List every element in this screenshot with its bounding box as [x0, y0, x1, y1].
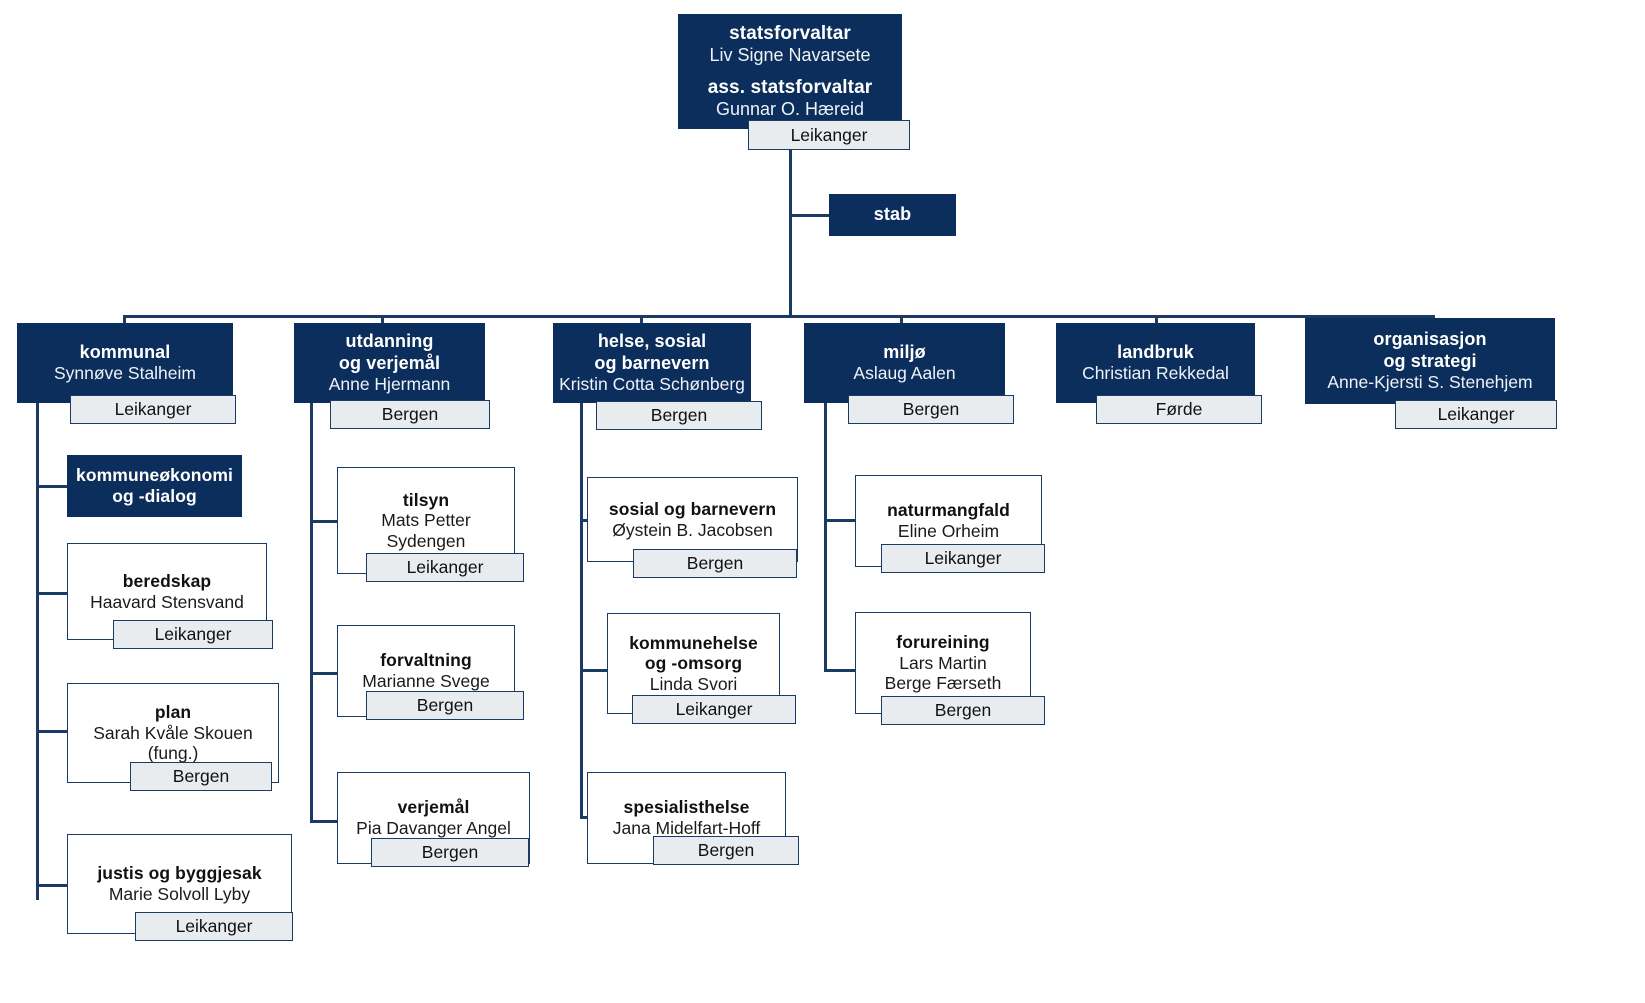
sosial-barnevern-person: Øystein B. Jacobsen [612, 519, 773, 540]
division-landbruk-person: Christian Rekkedal [1082, 363, 1229, 384]
sosial-barnevern-title: sosial og barnevern [608, 498, 777, 519]
division-helse-title-1: helse, sosial [597, 331, 707, 352]
location-tag-naturmangfald: Leikanger [881, 544, 1045, 573]
tilsyn-title: tilsyn [402, 489, 450, 510]
beredskap-person: Haavard Stensvand [90, 591, 244, 612]
location-tag-kommunehelse: Leikanger [632, 695, 796, 724]
justis-byggjesak-person: Marie Solvoll Lyby [108, 884, 251, 904]
connector-stab-horizontal [789, 214, 830, 217]
connector-utdanning-child-1 [310, 520, 338, 523]
connector-spine-kommunal [36, 403, 39, 900]
connector-kommunal-child-4 [36, 884, 68, 887]
location-tag-tilsyn: Leikanger [366, 553, 524, 582]
kommunaloekonomi-title-2: og -dialog [112, 486, 197, 506]
forvaltning-person: Marianne Svege [362, 671, 490, 691]
naturmangfald-person: Eline Orheim [897, 521, 1000, 541]
location-tag-helse: Bergen [596, 401, 762, 430]
location-tag-forvaltning: Bergen [366, 691, 524, 720]
connector-kommunal-child-3 [36, 730, 68, 733]
kommunehelse-person: Linda Svori [649, 673, 738, 694]
kommunehelse-title-2: og -omsorg [644, 653, 743, 674]
division-landbruk-title: landbruk [1117, 342, 1194, 363]
plan-title: plan [154, 702, 192, 723]
plan-person-note: (fung.) [147, 743, 199, 764]
connector-spine-helse [580, 403, 583, 819]
node-sosial-barnevern[interactable]: sosial og barnevern Øystein B. Jacobsen [587, 477, 798, 562]
stab-title: stab [873, 204, 912, 225]
node-stab[interactable]: stab [829, 194, 956, 236]
division-organisasjon-title-1: organisasjon [1373, 329, 1487, 350]
node-division-organisasjon[interactable]: organisasjon og strategi Anne-Kjersti S.… [1305, 318, 1555, 404]
division-utdanning-title-2: og verjemål [338, 352, 441, 373]
connector-spine-utdanning [310, 403, 313, 823]
location-tag-statsforvaltar: Leikanger [748, 120, 910, 150]
location-tag-plan: Bergen [130, 762, 272, 791]
statsforvaltar-person: Liv Signe Navarsete [709, 45, 871, 66]
location-tag-miljo: Bergen [848, 395, 1014, 424]
node-kommunaloekonomi[interactable]: kommuneøkonomi og -dialog [67, 455, 242, 517]
kommunaloekonomi-title-1: kommuneøkonomi [76, 465, 233, 486]
connector-kommunal-child-1 [36, 485, 68, 488]
tilsyn-person-1: Mats Petter [381, 510, 471, 531]
connector-drop-miljo [900, 315, 903, 324]
division-kommunal-title: kommunal [79, 342, 171, 363]
connector-miljo-child-2 [824, 669, 856, 672]
division-helse-person: Kristin Cotta Schønberg [559, 373, 745, 394]
plan-person: Sarah Kvåle Skouen [93, 722, 253, 743]
location-tag-organisasjon: Leikanger [1395, 400, 1557, 429]
spesialisthelse-title: spesialisthelse [623, 797, 750, 818]
justis-byggjesak-title: justis og byggjesak [97, 863, 262, 884]
division-kommunal-person: Synnøve Stalheim [53, 363, 196, 384]
naturmangfald-title: naturmangfald [887, 500, 1010, 521]
forureining-person-1: Lars Martin [899, 652, 987, 673]
location-tag-kommunal: Leikanger [70, 395, 236, 424]
division-miljo-person: Aslaug Aalen [853, 363, 956, 384]
location-tag-sosial-barnevern: Bergen [633, 549, 797, 578]
forureining-person-2: Berge Færseth [884, 673, 1002, 694]
forureining-title: forureining [896, 632, 990, 653]
node-division-utdanning[interactable]: utdanning og verjemål Anne Hjermann [294, 323, 485, 403]
connector-spine-miljo [824, 403, 827, 672]
statsforvaltar-title: statsforvaltar [729, 22, 851, 44]
ass-statsforvaltar-title: ass. statsforvaltar [707, 76, 873, 98]
location-tag-forureining: Bergen [881, 696, 1045, 725]
forvaltning-title: forvaltning [380, 650, 472, 671]
location-tag-beredskap: Leikanger [113, 620, 273, 649]
connector-helse-child-2 [580, 669, 608, 672]
connector-miljo-child-1 [824, 519, 856, 522]
node-division-helse[interactable]: helse, sosial og barnevern Kristin Cotta… [553, 323, 751, 403]
connector-division-bus [123, 315, 1435, 318]
node-forureining[interactable]: forureining Lars Martin Berge Færseth [855, 612, 1031, 714]
division-organisasjon-person: Anne-Kjersti S. Stenehjem [1327, 371, 1533, 392]
division-miljo-title: miljø [883, 342, 926, 363]
spesialisthelse-person: Jana Midelfart-Hoff [612, 818, 761, 838]
tilsyn-person-2: Sydengen [386, 530, 466, 551]
location-tag-justis-byggjesak: Leikanger [135, 912, 293, 941]
connector-drop-utdanning [381, 315, 384, 324]
division-utdanning-title-1: utdanning [345, 331, 434, 352]
ass-statsforvaltar-person: Gunnar O. Hæreid [715, 98, 865, 119]
beredskap-title: beredskap [122, 570, 212, 591]
verjemaal-title: verjemål [397, 797, 470, 818]
division-organisasjon-title-2: og strategi [1383, 350, 1477, 371]
node-division-kommunal[interactable]: kommunal Synnøve Stalheim [17, 323, 233, 403]
connector-drop-kommunal [123, 315, 126, 324]
node-division-miljo[interactable]: miljø Aslaug Aalen [804, 323, 1005, 403]
connector-utdanning-child-2 [310, 672, 338, 675]
location-tag-spesialisthelse: Bergen [653, 836, 799, 865]
node-statsforvaltar[interactable]: statsforvaltar Liv Signe Navarsete ass. … [678, 14, 902, 129]
division-utdanning-person: Anne Hjermann [328, 373, 451, 394]
connector-utdanning-child-3 [310, 820, 338, 823]
location-tag-landbruk: Førde [1096, 395, 1262, 424]
node-division-landbruk[interactable]: landbruk Christian Rekkedal [1056, 323, 1255, 403]
connector-drop-helse [640, 315, 643, 324]
kommunehelse-title-1: kommunehelse [629, 632, 758, 653]
connector-drop-landbruk [1155, 315, 1158, 324]
connector-top-trunk [789, 150, 792, 317]
location-tag-utdanning: Bergen [330, 400, 490, 429]
verjemaal-person: Pia Davanger Angel [356, 818, 511, 838]
connector-kommunal-child-2 [36, 592, 68, 595]
division-helse-title-2: og barnevern [594, 352, 710, 373]
location-tag-verjemaal: Bergen [371, 838, 529, 867]
